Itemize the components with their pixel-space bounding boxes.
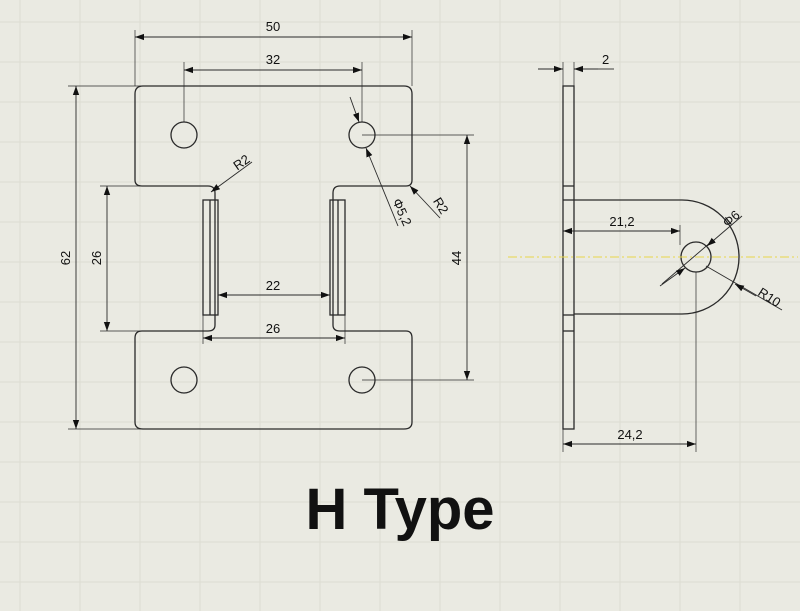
side-view [508, 85, 798, 430]
leader-r2-right: R2 [409, 185, 452, 219]
tab-outline [574, 199, 740, 315]
dim-label-62: 62 [58, 251, 73, 265]
dim-label-2: 2 [602, 52, 609, 67]
dim-inner-22: 22 [218, 278, 330, 299]
leader-r10: R10 [705, 265, 784, 311]
dim-hole-pitch-32: 32 [183, 52, 363, 122]
dim-length-21-2: 21,2 [563, 214, 681, 245]
dim-hole-pitch-44: 44 [362, 134, 474, 381]
page-title: H Type [305, 477, 495, 542]
dim-label-50: 50 [266, 19, 280, 34]
label-hole-diameter: Φ5,2 [389, 196, 414, 228]
label-r2-left: R2 [230, 151, 252, 173]
dim-label-26-horizontal: 26 [266, 321, 280, 336]
label-r10: R10 [755, 284, 783, 310]
dim-label-32: 32 [266, 52, 280, 67]
dim-label-44: 44 [449, 251, 464, 265]
dim-label-22: 22 [266, 278, 280, 293]
h-plate-outline [134, 85, 413, 430]
dim-label-26-vertical: 26 [89, 251, 104, 265]
dim-height-62: 62 [58, 85, 143, 430]
leader-tab-hole-diameter: Φ6 [659, 207, 743, 287]
dim-thickness-2: 2 [538, 52, 614, 86]
label-r2-right: R2 [430, 195, 452, 217]
dim-width-50: 50 [134, 19, 413, 86]
front-view [134, 85, 413, 430]
dim-slot-26: 26 [89, 185, 140, 332]
leader-r2-left: R2 [210, 151, 253, 193]
leader-hole-diameter: Φ5,2 [349, 96, 415, 228]
dim-length-24-2: 24,2 [562, 272, 697, 452]
hole-top-left [170, 121, 198, 149]
dim-label-21-2: 21,2 [609, 214, 634, 229]
dim-inner-26: 26 [202, 315, 346, 344]
label-tab-hole-diameter: Φ6 [720, 207, 743, 230]
dim-label-24-2: 24,2 [617, 427, 642, 442]
hole-bottom-left [170, 366, 198, 394]
